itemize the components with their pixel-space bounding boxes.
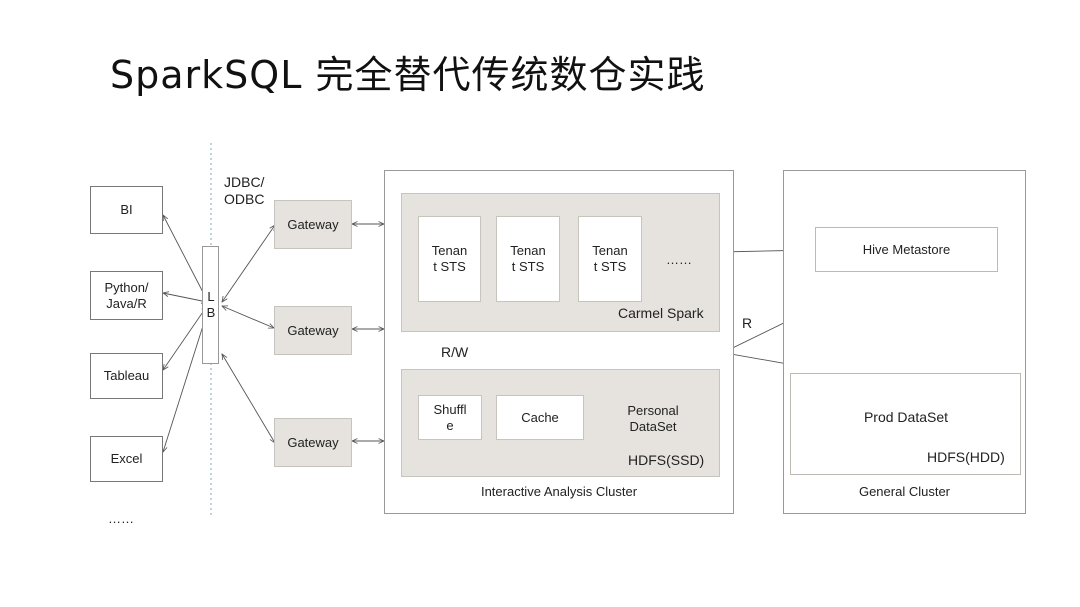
tenant-sts-3-label: Tenan t STS [592,243,628,274]
tenant-sts-3: Tenan t STS [578,216,642,302]
tenant-more: …… [666,252,692,267]
carmel-spark-label: Carmel Spark [618,305,704,321]
general-cluster-label: General Cluster [858,484,951,499]
load-balancer [202,246,219,364]
arrow-bi-lb [163,215,207,300]
tenant-sts-2: Tenan t STS [496,216,560,302]
rw-label: R/W [441,344,469,360]
tenant-sts-2-label: Tenan t STS [510,243,546,274]
page-title: SparkSQL 完全替代传统数仓实践 [110,53,706,97]
hdfs-ssd-label: HDFS(SSD) [628,452,705,468]
jdbc-odbc-label: JDBC/ ODBC [224,174,265,207]
arrow-lb-gateway2 [222,306,274,328]
shuffle-label: Shuffl e [433,401,467,433]
client-python-java-r: Python/ Java/R [90,271,163,320]
tenant-sts-1-label: Tenan t STS [431,243,468,274]
client-tableau: Tableau [90,353,163,399]
r-label: R [742,315,753,331]
client-bi: BI [90,186,163,234]
arrow-lb-gateway3 [222,354,275,443]
shuffle-box: Shuffl e [418,395,482,440]
arrow-python-lb [163,293,207,302]
cache-box: Cache [496,395,584,440]
hdfs-hdd-label: HDFS(HDD) [927,449,1005,465]
tenant-sts-1: Tenan t STS [418,216,481,302]
arrow-lb-gateway1 [222,225,275,302]
arrow-excel-lb [163,310,208,452]
load-balancer-label: L B [206,289,216,320]
hdfs-hdd-storage [790,373,1021,475]
gateway-3: Gateway [274,418,352,467]
prod-dataset-label: Prod DataSet [863,409,949,425]
gateway-1: Gateway [274,200,352,249]
personal-dataset-label: Personal DataSet [627,403,679,434]
interactive-cluster-label: Interactive Analysis Cluster [480,484,638,499]
hive-metastore: Hive Metastore [815,227,998,272]
client-python-label: Python/ Java/R [104,279,149,311]
arrow-tableau-lb [163,306,207,370]
gateway-2: Gateway [274,306,352,355]
clients-more: …… [108,511,134,526]
client-excel: Excel [90,436,163,482]
